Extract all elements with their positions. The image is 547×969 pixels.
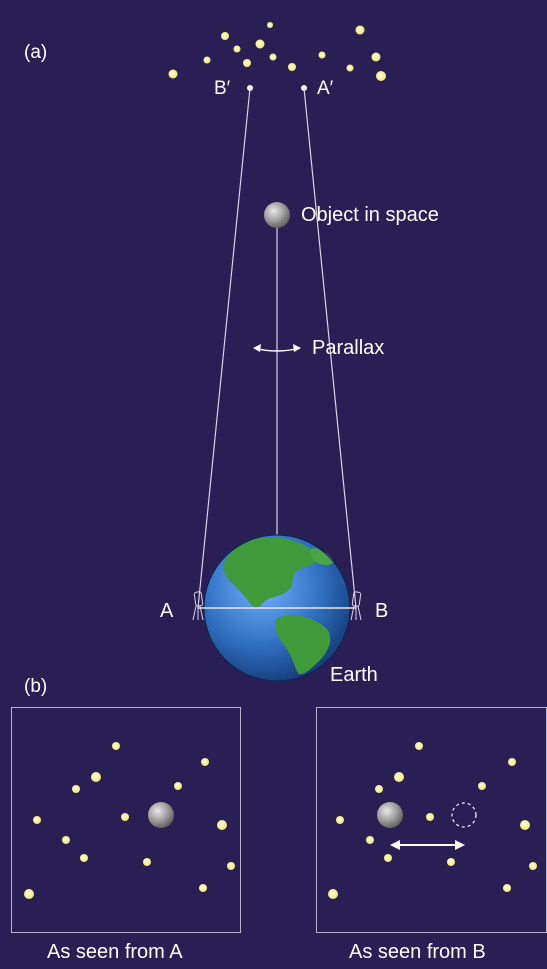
observer-a-label: A <box>160 600 174 622</box>
panel-a-stars <box>24 742 235 899</box>
object-seen-from-a <box>148 802 174 828</box>
earth-label: Earth <box>330 664 378 686</box>
object-seen-from-b <box>377 802 403 828</box>
panel-view-from-a <box>11 707 241 933</box>
part-a-label: (a) <box>24 42 48 63</box>
panel-b-stars <box>328 742 537 899</box>
telescope-a-icon <box>192 591 204 621</box>
object-in-space <box>264 202 290 228</box>
object-label: Object in space <box>301 204 439 226</box>
telescope-b-icon <box>350 591 362 621</box>
greenland-landmass <box>310 548 334 565</box>
north-america-landmass <box>223 537 317 608</box>
object-previous-position-marker <box>451 802 477 828</box>
panel-view-from-b <box>316 707 547 933</box>
image-b-label: B′ <box>214 78 231 99</box>
shift-arrowhead-right <box>455 840 465 850</box>
parallax-arrowhead-left <box>253 344 261 352</box>
south-america-landmass <box>275 615 331 675</box>
parallax-label: Parallax <box>312 337 385 359</box>
sky-stars-a <box>168 22 386 81</box>
parallax-arrowhead-right <box>293 344 301 352</box>
image-a-label: A′ <box>317 78 334 99</box>
observer-b-label: B <box>375 600 389 622</box>
part-b-label: (b) <box>24 676 48 697</box>
shift-arrowhead-left <box>390 840 400 850</box>
panel-a-caption: As seen from A <box>47 941 183 963</box>
panel-b-caption: As seen from B <box>349 941 486 963</box>
